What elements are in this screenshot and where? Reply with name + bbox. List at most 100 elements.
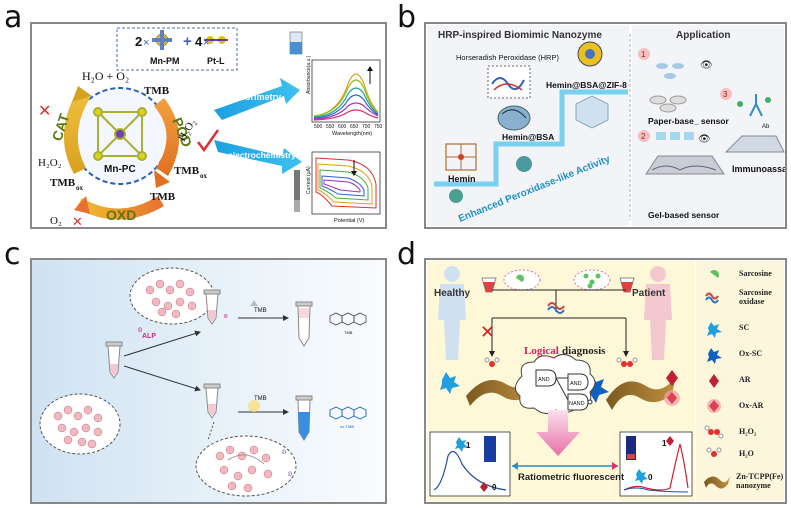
tmbox-bottom-label: TMB bbox=[50, 177, 76, 189]
cat-arrow-icon bbox=[72, 86, 92, 102]
gel-sensor-label: Gel-based sensor bbox=[648, 210, 720, 220]
panel-a-diagram: 2 × + 4 × Mn-PM Pt-L Mn-PC CAT POD OXD H… bbox=[38, 27, 383, 227]
abs-tick: 600 bbox=[338, 124, 347, 130]
logical-label: Logical bbox=[524, 345, 559, 357]
healthy-person-icon bbox=[438, 266, 466, 360]
tmb-molecule-icon bbox=[329, 312, 367, 326]
alp-enzyme-icon: ʚ bbox=[288, 469, 292, 478]
paper-sensor-label: Paper-base_ sensor bbox=[648, 116, 729, 126]
step-1-number: 1 bbox=[641, 50, 646, 59]
patient-label: Patient bbox=[632, 288, 666, 299]
step-2-badge bbox=[638, 130, 650, 142]
hrp-label: Horseradish Peroxidase (HRP) bbox=[456, 53, 559, 62]
panel-label-d: d bbox=[397, 237, 417, 272]
lower-tube-icon bbox=[203, 383, 221, 419]
abs-tick: 700 bbox=[362, 124, 371, 130]
legend-label-sc: SC bbox=[739, 323, 750, 332]
diagnosis-label: diagnosis bbox=[562, 345, 606, 357]
center-label: Mn-PC bbox=[104, 164, 136, 175]
pod-arc bbox=[154, 98, 180, 176]
left-vial-icon bbox=[484, 436, 496, 462]
application-title: Application bbox=[676, 30, 730, 41]
oxtmb-molecule-label: ox-TMB bbox=[340, 424, 354, 429]
abs-ylabel: Absorbance(a.u.) bbox=[306, 55, 312, 94]
colorimetry-arrow bbox=[214, 78, 300, 120]
panel-label-b: b bbox=[397, 0, 417, 35]
patient-person-icon bbox=[644, 266, 672, 360]
legend-nanozyme-icon bbox=[704, 476, 730, 489]
absorbance-chart: Absorbance(a.u.) 500 550 600 650 700 750… bbox=[306, 55, 383, 137]
legend-label-h2o2: H₂O₂ bbox=[739, 427, 757, 436]
oxd-arrow-icon bbox=[74, 196, 90, 214]
legend-label-h2o: H₂O bbox=[739, 449, 754, 458]
sample-tube-icon bbox=[105, 341, 123, 379]
sc-icon bbox=[455, 437, 468, 452]
step-1-badge bbox=[638, 48, 650, 60]
hemin-bsa-label: Hemin@BSA bbox=[502, 132, 554, 142]
legend-label-sarcosine: Sarcosine bbox=[739, 269, 772, 278]
mn-pm-molecule-icon bbox=[152, 30, 172, 50]
hemin-bsa-zif-label: Hemin@BSA@ZIF-8 bbox=[546, 80, 627, 90]
times-icon: × bbox=[203, 37, 209, 49]
alp-enzyme-icon: ʚ bbox=[138, 325, 142, 334]
panel-b-diagram: HRP-inspired Biomimic Nanozyme Applicati… bbox=[427, 25, 785, 226]
h2o-o2-label: H₂O + O₂ bbox=[82, 69, 129, 83]
check-icon bbox=[197, 129, 220, 153]
legend-h2o-icon bbox=[706, 447, 722, 457]
panel-d-diagram: Healthy Patient ✕ bbox=[427, 261, 784, 501]
legend-sc-icon bbox=[707, 322, 722, 338]
ar-icon bbox=[666, 370, 678, 386]
tmbox-bottom-sub: ox bbox=[76, 184, 84, 192]
healthy-label: Healthy bbox=[434, 288, 471, 299]
cv-xlabel: Potential (V) bbox=[334, 218, 364, 224]
ox-ar-icon bbox=[667, 392, 677, 404]
legend-label-ar: AR bbox=[739, 375, 751, 384]
tmb-top-label: TMB bbox=[144, 85, 170, 97]
electrode-icon bbox=[294, 170, 300, 212]
cross-icon: ✕ bbox=[38, 103, 51, 120]
tmb-bottom-right-label: TMB bbox=[150, 191, 176, 203]
upper-arrow bbox=[123, 330, 201, 357]
tmb-reagent-icon bbox=[250, 300, 258, 306]
right-fluorescence-curve bbox=[623, 443, 689, 491]
ar-icon bbox=[666, 436, 674, 446]
sarcosine-icon bbox=[516, 274, 524, 282]
eye-icon: 👁 bbox=[698, 134, 711, 145]
legend-ox-ar-icon bbox=[709, 400, 719, 412]
abs-tick: 750 bbox=[374, 124, 383, 130]
left-fluorescence-plot bbox=[429, 431, 511, 497]
ratiometric-label: Ratiometric fluorescent bbox=[518, 472, 625, 483]
panel-a: 2 × + 4 × Mn-PM Pt-L Mn-PC CAT POD OXD H… bbox=[30, 22, 387, 229]
upper-zoom-bubble bbox=[129, 267, 215, 325]
panel-label-a: a bbox=[4, 0, 23, 35]
hemin-bsa-icon bbox=[497, 105, 531, 131]
tmbox-right-label: TMB bbox=[174, 165, 200, 177]
left-fluorescence-curve bbox=[433, 450, 507, 491]
oxtmb-molecule-icon bbox=[329, 406, 367, 420]
right-output-zero: 0 bbox=[648, 473, 653, 482]
left-zoom-bubble bbox=[39, 393, 121, 455]
times-icon: × bbox=[143, 37, 149, 49]
sarcosine-cluster-icon bbox=[583, 273, 601, 289]
ar-icon bbox=[480, 482, 488, 492]
and-gate-2: AND bbox=[567, 373, 589, 391]
legend-label-ox-ar: Ox-AR bbox=[739, 401, 764, 410]
patient-tube-icon bbox=[619, 277, 635, 293]
hemin-bsa-particle-icon bbox=[516, 156, 532, 172]
abs-tick: 500 bbox=[314, 124, 323, 130]
cv-ylabel: Current (μA) bbox=[306, 166, 312, 194]
upper-particles-icon bbox=[145, 279, 197, 319]
oxd-arc bbox=[76, 196, 164, 220]
legend-ox-sc-icon bbox=[707, 348, 722, 364]
panel-c-diagram: ALP ʚ ʚ TMB TMB TMB bbox=[39, 267, 367, 497]
panel-b-title: HRP-inspired Biomimic Nanozyme bbox=[438, 30, 602, 41]
abs-tick: 550 bbox=[326, 124, 335, 130]
panel-c: ALP ʚ ʚ TMB TMB TMB bbox=[30, 258, 387, 504]
eye-icon: 👁 bbox=[700, 60, 713, 71]
tmbox-right-sub: ox bbox=[200, 172, 208, 180]
legend-label-ox-sc: Ox-SC bbox=[739, 349, 763, 358]
cross-icon: ✕ bbox=[480, 322, 495, 342]
upper-tube-icon bbox=[203, 289, 221, 325]
cat-arc bbox=[63, 90, 90, 174]
and-gate-1: AND bbox=[535, 369, 557, 387]
